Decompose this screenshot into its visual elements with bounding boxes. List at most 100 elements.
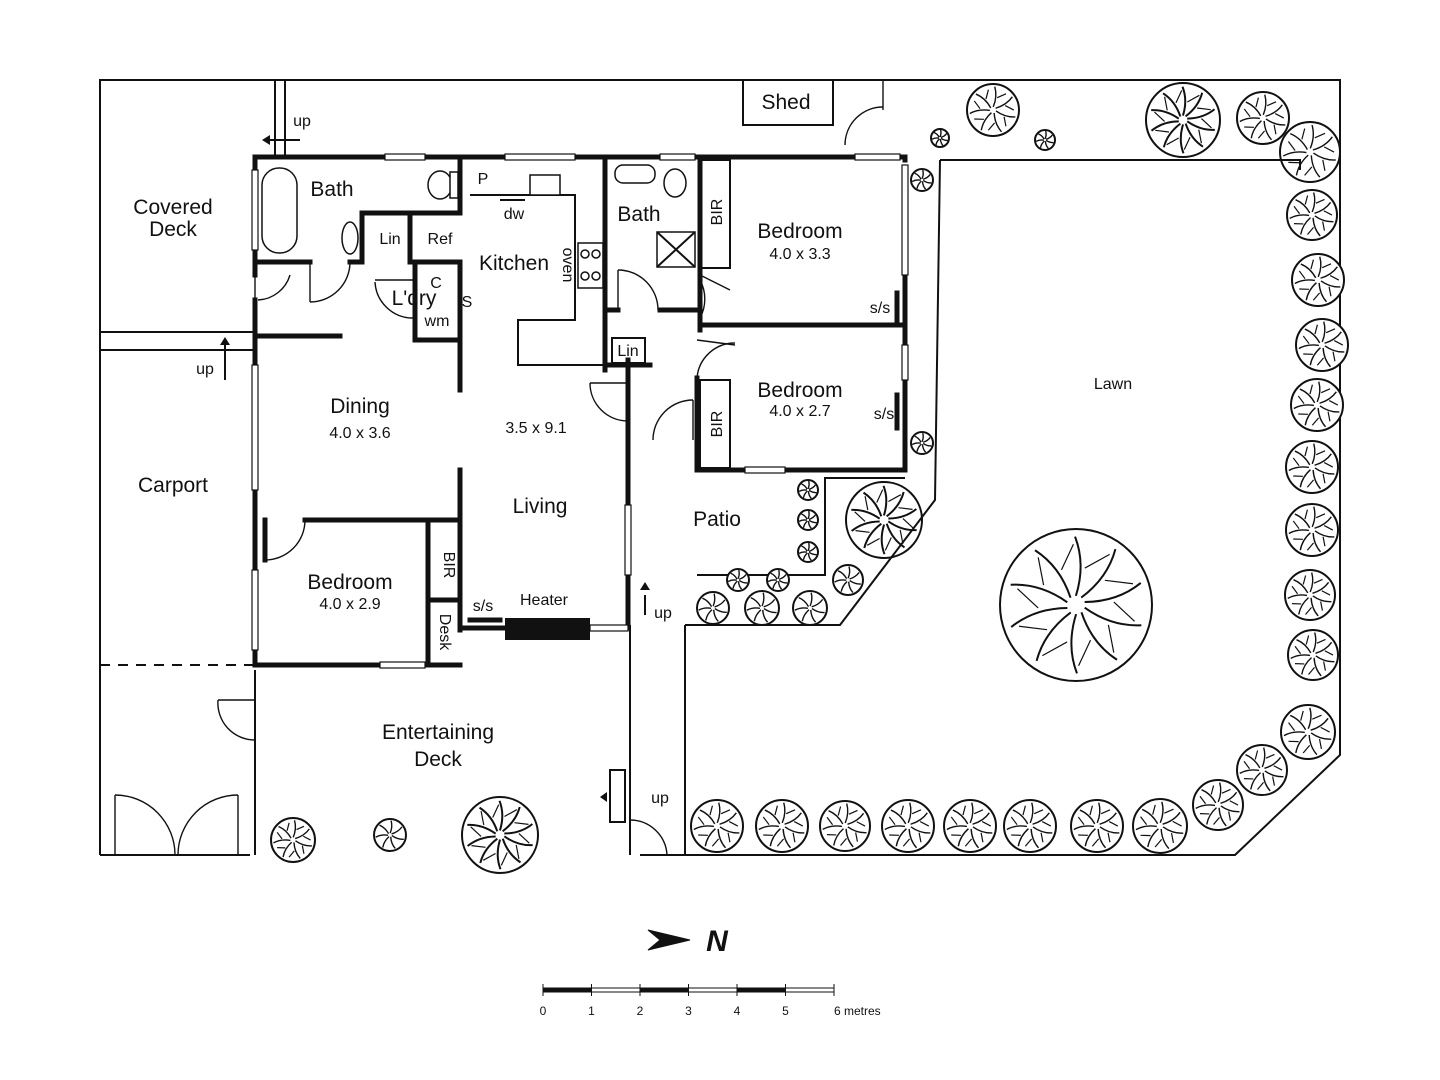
- tree-icon: [797, 541, 819, 563]
- lin-label-2: Lin: [617, 343, 638, 360]
- dining-label: Dining: [330, 395, 390, 418]
- tree-icon: [845, 481, 923, 559]
- tree-icon: [1285, 440, 1339, 494]
- tree-icon: [461, 796, 539, 874]
- tree-icon: [819, 800, 871, 852]
- lin-label-1: Lin: [379, 231, 400, 248]
- scale-tick-label: 2: [637, 1004, 644, 1018]
- tree-icon: [930, 128, 950, 148]
- tree-icon: [999, 528, 1153, 682]
- tree-icon: [1280, 704, 1336, 760]
- tree-icon: [1236, 91, 1290, 145]
- tree-icon: [792, 590, 828, 626]
- tree-icon: [766, 568, 790, 592]
- stair-arrows: [220, 135, 650, 823]
- tree-icon: [1003, 799, 1057, 853]
- tree-icon: [1287, 629, 1339, 681]
- tree-icon: [1286, 189, 1338, 241]
- entertaining-deck-label-2: Deck: [414, 748, 462, 771]
- sink-label: S: [462, 294, 473, 311]
- tree-icon: [1132, 798, 1188, 854]
- scale-segment: [542, 987, 592, 993]
- north-label: N: [706, 925, 729, 958]
- tree-icon: [910, 431, 934, 455]
- desk-label: Desk: [436, 614, 453, 651]
- tree-icon: [797, 479, 819, 501]
- scale-segment: [785, 987, 835, 993]
- tree-icon: [690, 799, 744, 853]
- compass: N: [647, 925, 729, 958]
- heater-unit: [505, 618, 590, 640]
- tree-icon: [881, 799, 935, 853]
- north-arrow-icon: [647, 929, 691, 951]
- washing-machine-label: wm: [424, 313, 450, 330]
- tree-icon: [726, 568, 750, 592]
- pantry-label: P: [478, 171, 489, 188]
- tree-icon: [1290, 378, 1344, 432]
- dining-dim: 4.0 x 3.6: [329, 425, 390, 442]
- covered-deck-label-1: Covered: [133, 196, 212, 219]
- lawn-label: Lawn: [1094, 376, 1132, 393]
- carport-gate: [114, 794, 239, 856]
- scale-tick-label: 1: [588, 1004, 595, 1018]
- windows: [251, 153, 909, 669]
- tree-icon: [910, 168, 934, 192]
- carport-lines: [100, 80, 686, 855]
- kitchen-label: Kitchen: [479, 252, 549, 275]
- covered-deck-label-2: Deck: [149, 218, 197, 241]
- bedroom-dim-2: 4.0 x 2.7: [769, 403, 830, 420]
- ss-label-3: s/s: [473, 598, 493, 615]
- tree-icon: [943, 799, 997, 853]
- tree-icon: [755, 799, 809, 853]
- scale-segment: [688, 987, 738, 993]
- up-label-3: up: [654, 605, 672, 622]
- tree-icon: [1070, 799, 1124, 853]
- tree-icon: [1284, 569, 1336, 621]
- trees: [270, 82, 1349, 874]
- laundry-label: L'dry: [392, 287, 437, 310]
- living-label: Living: [513, 495, 568, 518]
- scale-tick-label: 0: [540, 1004, 547, 1018]
- up-label-2: up: [196, 361, 214, 378]
- bath-label-1: Bath: [310, 178, 353, 201]
- scale-end-label: 6 metres: [834, 1004, 881, 1018]
- tree-icon: [696, 591, 730, 625]
- tree-icon: [1279, 121, 1341, 183]
- scale-segment: [591, 987, 641, 993]
- ss-label-2: s/s: [874, 406, 894, 423]
- tree-icon: [1145, 82, 1221, 158]
- bir-walls: [699, 159, 731, 469]
- bedroom-label-3: Bedroom: [307, 571, 392, 594]
- scale-tick-label: 3: [685, 1004, 692, 1018]
- scale-segment: [736, 987, 786, 993]
- scale-tick-label: 4: [734, 1004, 741, 1018]
- heater-label: Heater: [520, 592, 569, 609]
- shed-label: Shed: [761, 91, 810, 114]
- scale-bar: 0 1 2 3 4 5 6 metres: [540, 984, 881, 1018]
- tree-icon: [1192, 779, 1244, 831]
- entertaining-deck-label-1: Entertaining: [382, 721, 494, 744]
- ref-label: Ref: [428, 231, 453, 248]
- bir-label-2: BIR: [709, 411, 726, 438]
- dishwasher-label: dw: [504, 206, 525, 223]
- bedroom-label-2: Bedroom: [757, 379, 842, 402]
- tree-icon: [1291, 253, 1345, 307]
- oven-label: oven: [559, 248, 576, 283]
- ss-label-1: s/s: [870, 300, 890, 317]
- living-dim: 3.5 x 9.1: [505, 420, 566, 437]
- tree-icon: [966, 83, 1020, 137]
- bedroom-label-1: Bedroom: [757, 220, 842, 243]
- up-label-4: up: [651, 790, 669, 807]
- carport-label: Carport: [138, 474, 208, 497]
- tree-icon: [744, 590, 780, 626]
- house-walls: [252, 154, 908, 668]
- tree-icon: [1034, 129, 1056, 151]
- bedroom-dim-1: 4.0 x 3.3: [769, 246, 830, 263]
- bath-label-2: Bath: [617, 203, 660, 226]
- scale-tick-label: 5: [782, 1004, 789, 1018]
- scale-segment: [639, 987, 689, 993]
- cupboard-label: C: [430, 275, 442, 292]
- tree-icon: [1236, 744, 1288, 796]
- bir-label-1: BIR: [709, 199, 726, 226]
